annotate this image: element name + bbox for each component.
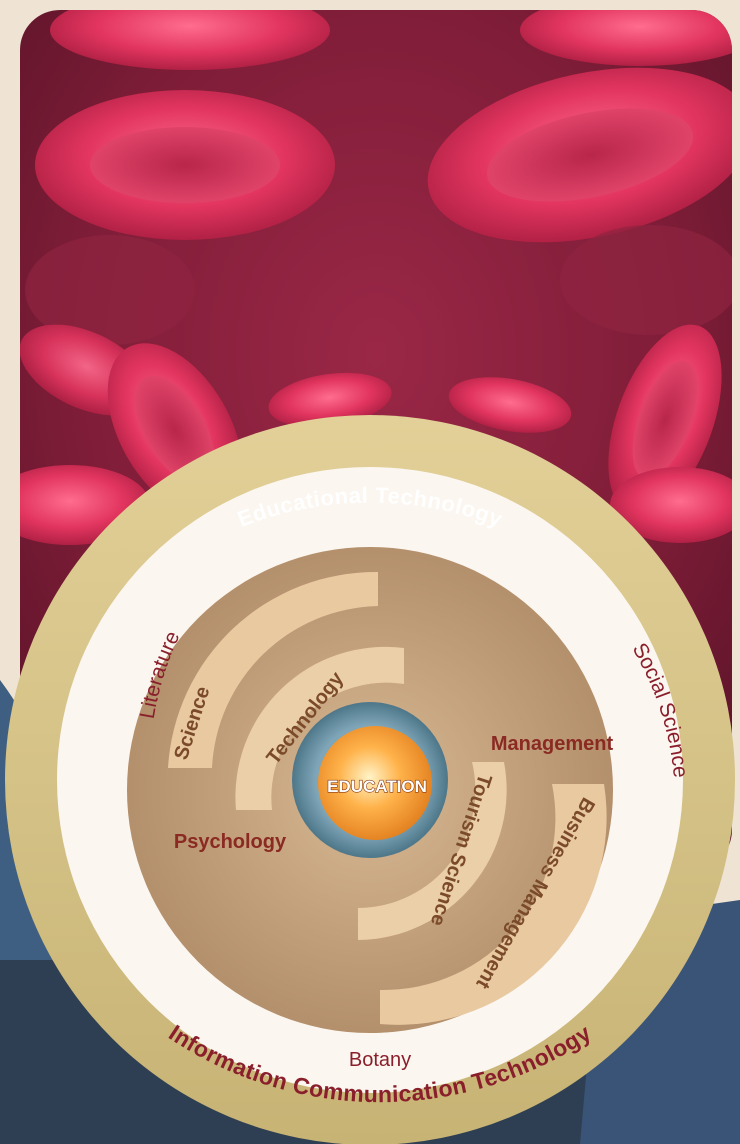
education-circle-diagram: Educational Technology Information Commu… [5,415,735,1144]
education-center-label: EDUCATION [327,777,427,796]
psychology-label: Psychology [174,831,287,853]
inner-ring-bottom-label: Botany [349,1049,411,1071]
management-label: Management [491,733,614,755]
